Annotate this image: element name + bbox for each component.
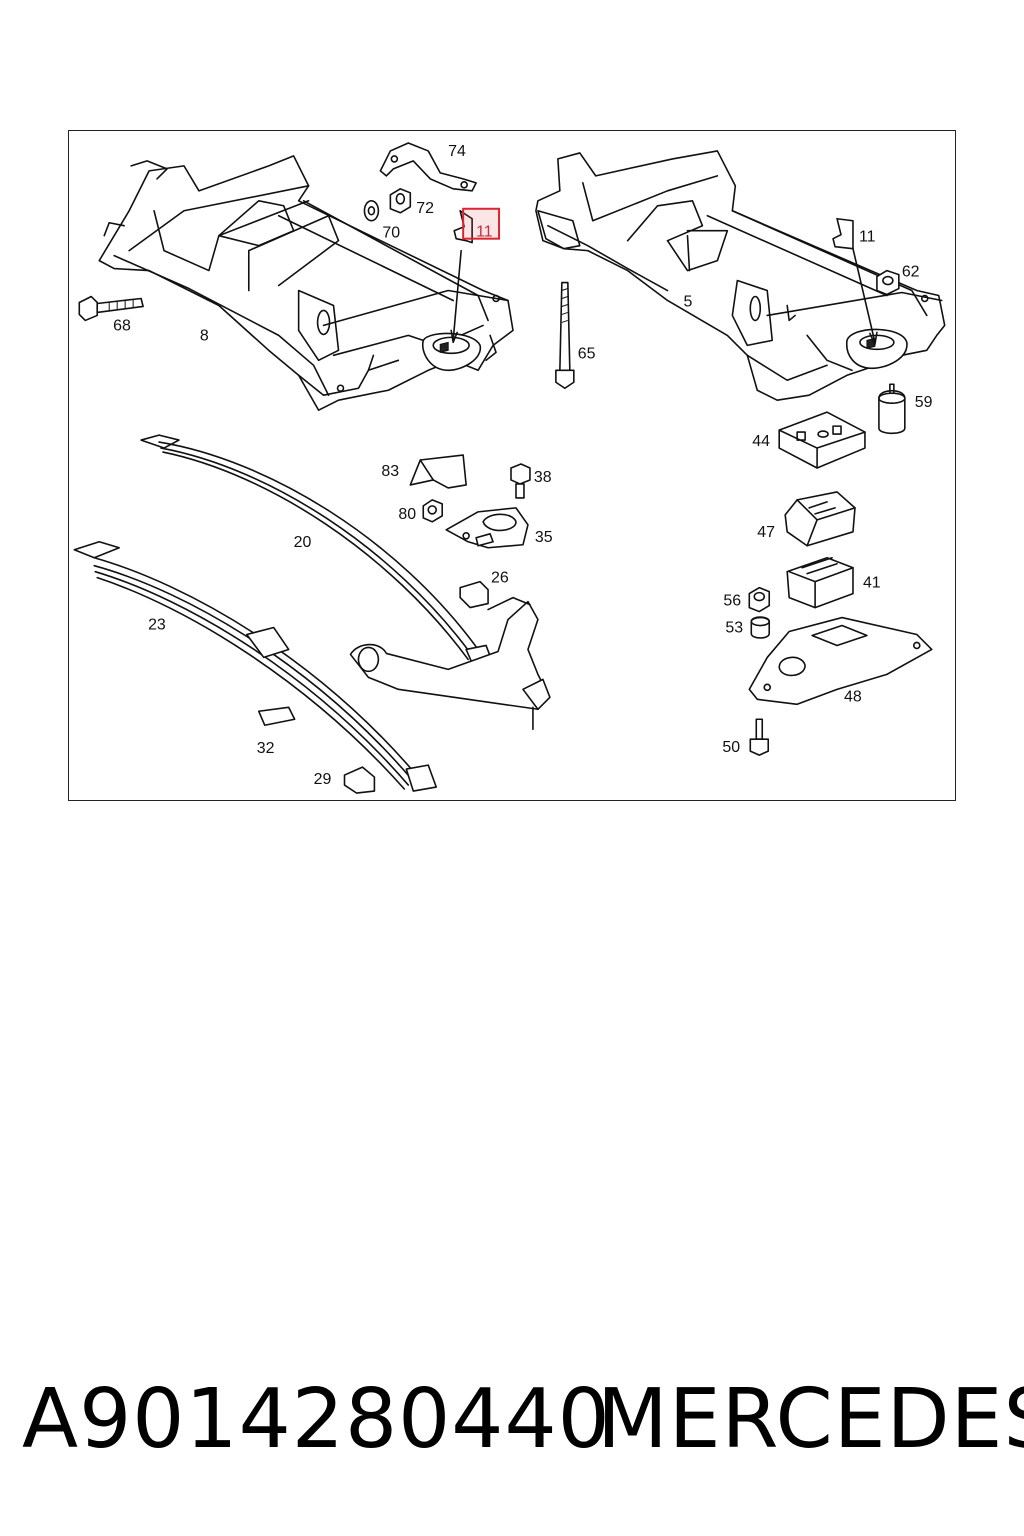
callout-41: 41	[863, 575, 881, 592]
subframe-left-drawing	[98, 155, 514, 411]
subframe-right-drawing	[535, 150, 946, 401]
exploded-parts-diagram: 74 72 70 11 68 8 65 5 11 62 59 44 83 38 …	[73, 142, 946, 794]
parts-diagram-frame: 74 72 70 11 68 8 65 5 11 62 59 44 83 38 …	[68, 130, 956, 801]
callout-8: 8	[200, 327, 209, 344]
brand-name: MERCEDES	[597, 1372, 1024, 1467]
callout-59: 59	[915, 394, 933, 411]
mount-44-drawing	[778, 411, 866, 469]
leaf-spring-23-drawing	[73, 540, 438, 792]
callout-50: 50	[722, 739, 740, 756]
spring-seat-29-drawing	[343, 766, 376, 794]
callout-62: 62	[902, 264, 920, 281]
callout-70: 70	[382, 225, 400, 242]
bump-stop-47-drawing	[784, 491, 856, 547]
callout-44: 44	[752, 433, 770, 450]
callout-35: 35	[535, 529, 553, 546]
callout-11-highlighted: 11	[476, 224, 493, 241]
callout-53: 53	[725, 620, 743, 637]
control-arm-drawing	[349, 596, 551, 731]
bracket-11-right-drawing	[832, 217, 878, 346]
washer-53-drawing	[750, 616, 771, 639]
bolt-68-drawing	[78, 295, 144, 322]
callout-23: 23	[148, 617, 166, 634]
bolt-65-drawing	[555, 281, 575, 390]
callout-5: 5	[683, 293, 692, 310]
nut-72-drawing	[389, 188, 412, 214]
callout-68: 68	[113, 317, 131, 334]
callout-32: 32	[257, 740, 275, 757]
crossmember-48-drawing	[748, 616, 933, 706]
nut-80-drawing	[422, 499, 444, 523]
callout-83: 83	[381, 463, 399, 480]
callout-56: 56	[723, 593, 741, 610]
highlight-box	[462, 207, 501, 240]
callout-48: 48	[844, 688, 862, 705]
callout-74: 74	[448, 143, 466, 160]
callout-29: 29	[314, 771, 332, 788]
spring-seat-26-drawing	[459, 580, 489, 609]
nut-56-drawing	[748, 586, 771, 613]
callout-20: 20	[294, 534, 312, 551]
spring-seat-32-drawing	[257, 706, 296, 727]
callout-65: 65	[578, 345, 596, 362]
callout-38: 38	[534, 469, 552, 486]
caption-bar: A9014280440 MERCEDES	[0, 1370, 1024, 1470]
bump-stop-59-drawing	[878, 383, 906, 435]
mount-41-drawing	[786, 556, 854, 609]
washer-70-drawing	[363, 199, 380, 222]
bolt-50-drawing	[749, 718, 770, 756]
callout-26: 26	[491, 570, 509, 587]
leaf-spring-20-drawing	[140, 434, 493, 667]
bracket-35-drawing	[445, 507, 529, 549]
callout-labels: 74 72 70 11 68 8 65 5 11 62 59 44 83 38 …	[113, 143, 932, 788]
callout-11: 11	[859, 229, 876, 246]
part-number: A9014280440	[22, 1372, 611, 1467]
nut-62-drawing	[876, 269, 900, 296]
callout-80: 80	[398, 506, 416, 523]
callout-47: 47	[757, 524, 775, 541]
bolt-38-drawing	[510, 463, 531, 499]
bracket-83-drawing	[409, 454, 467, 489]
callout-72: 72	[416, 200, 434, 217]
bracket-74-drawing	[379, 142, 477, 192]
